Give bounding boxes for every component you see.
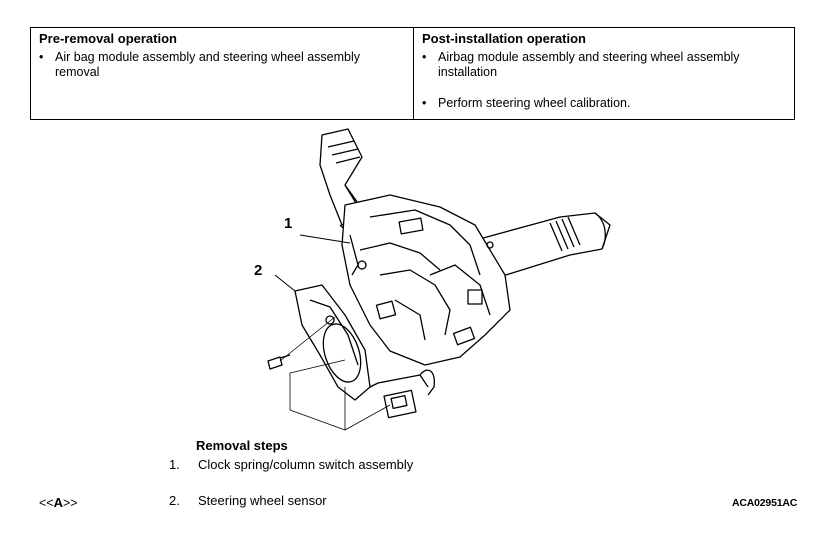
removal-steps-title: Removal steps xyxy=(196,438,288,453)
pre-removal-item: • Air bag module assembly and steering w… xyxy=(39,50,361,79)
steering-wheel-sensor xyxy=(294,284,435,419)
alignment-box xyxy=(289,359,391,431)
callout-1: 1 xyxy=(284,215,293,232)
post-installation-heading: Post-installation operation xyxy=(422,31,586,46)
pre-removal-column: Pre-removal operation • Air bag module a… xyxy=(31,28,414,119)
figure-code: ACA02951AC xyxy=(732,497,798,509)
post-installation-item: • Perform steering wheel calibration. xyxy=(422,96,631,110)
pre-removal-heading: Pre-removal operation xyxy=(39,31,177,46)
bullet-icon: • xyxy=(39,50,44,64)
screw xyxy=(267,354,291,370)
post-installation-column: Post-installation operation • Airbag mod… xyxy=(414,28,794,119)
leader-line-2 xyxy=(274,274,296,292)
leader-line-1 xyxy=(299,234,351,244)
bullet-icon: • xyxy=(422,96,427,110)
operations-table: Pre-removal operation • Air bag module a… xyxy=(30,27,795,120)
callout-2: 2 xyxy=(254,262,263,279)
bullet-icon: • xyxy=(422,50,427,64)
screw-alignment-line xyxy=(279,316,336,362)
post-installation-item: • Airbag module assembly and steering wh… xyxy=(422,50,740,79)
reference-tag: <<A>> xyxy=(39,495,78,510)
switch-body xyxy=(341,194,511,366)
column-switch-illustration xyxy=(267,128,611,431)
